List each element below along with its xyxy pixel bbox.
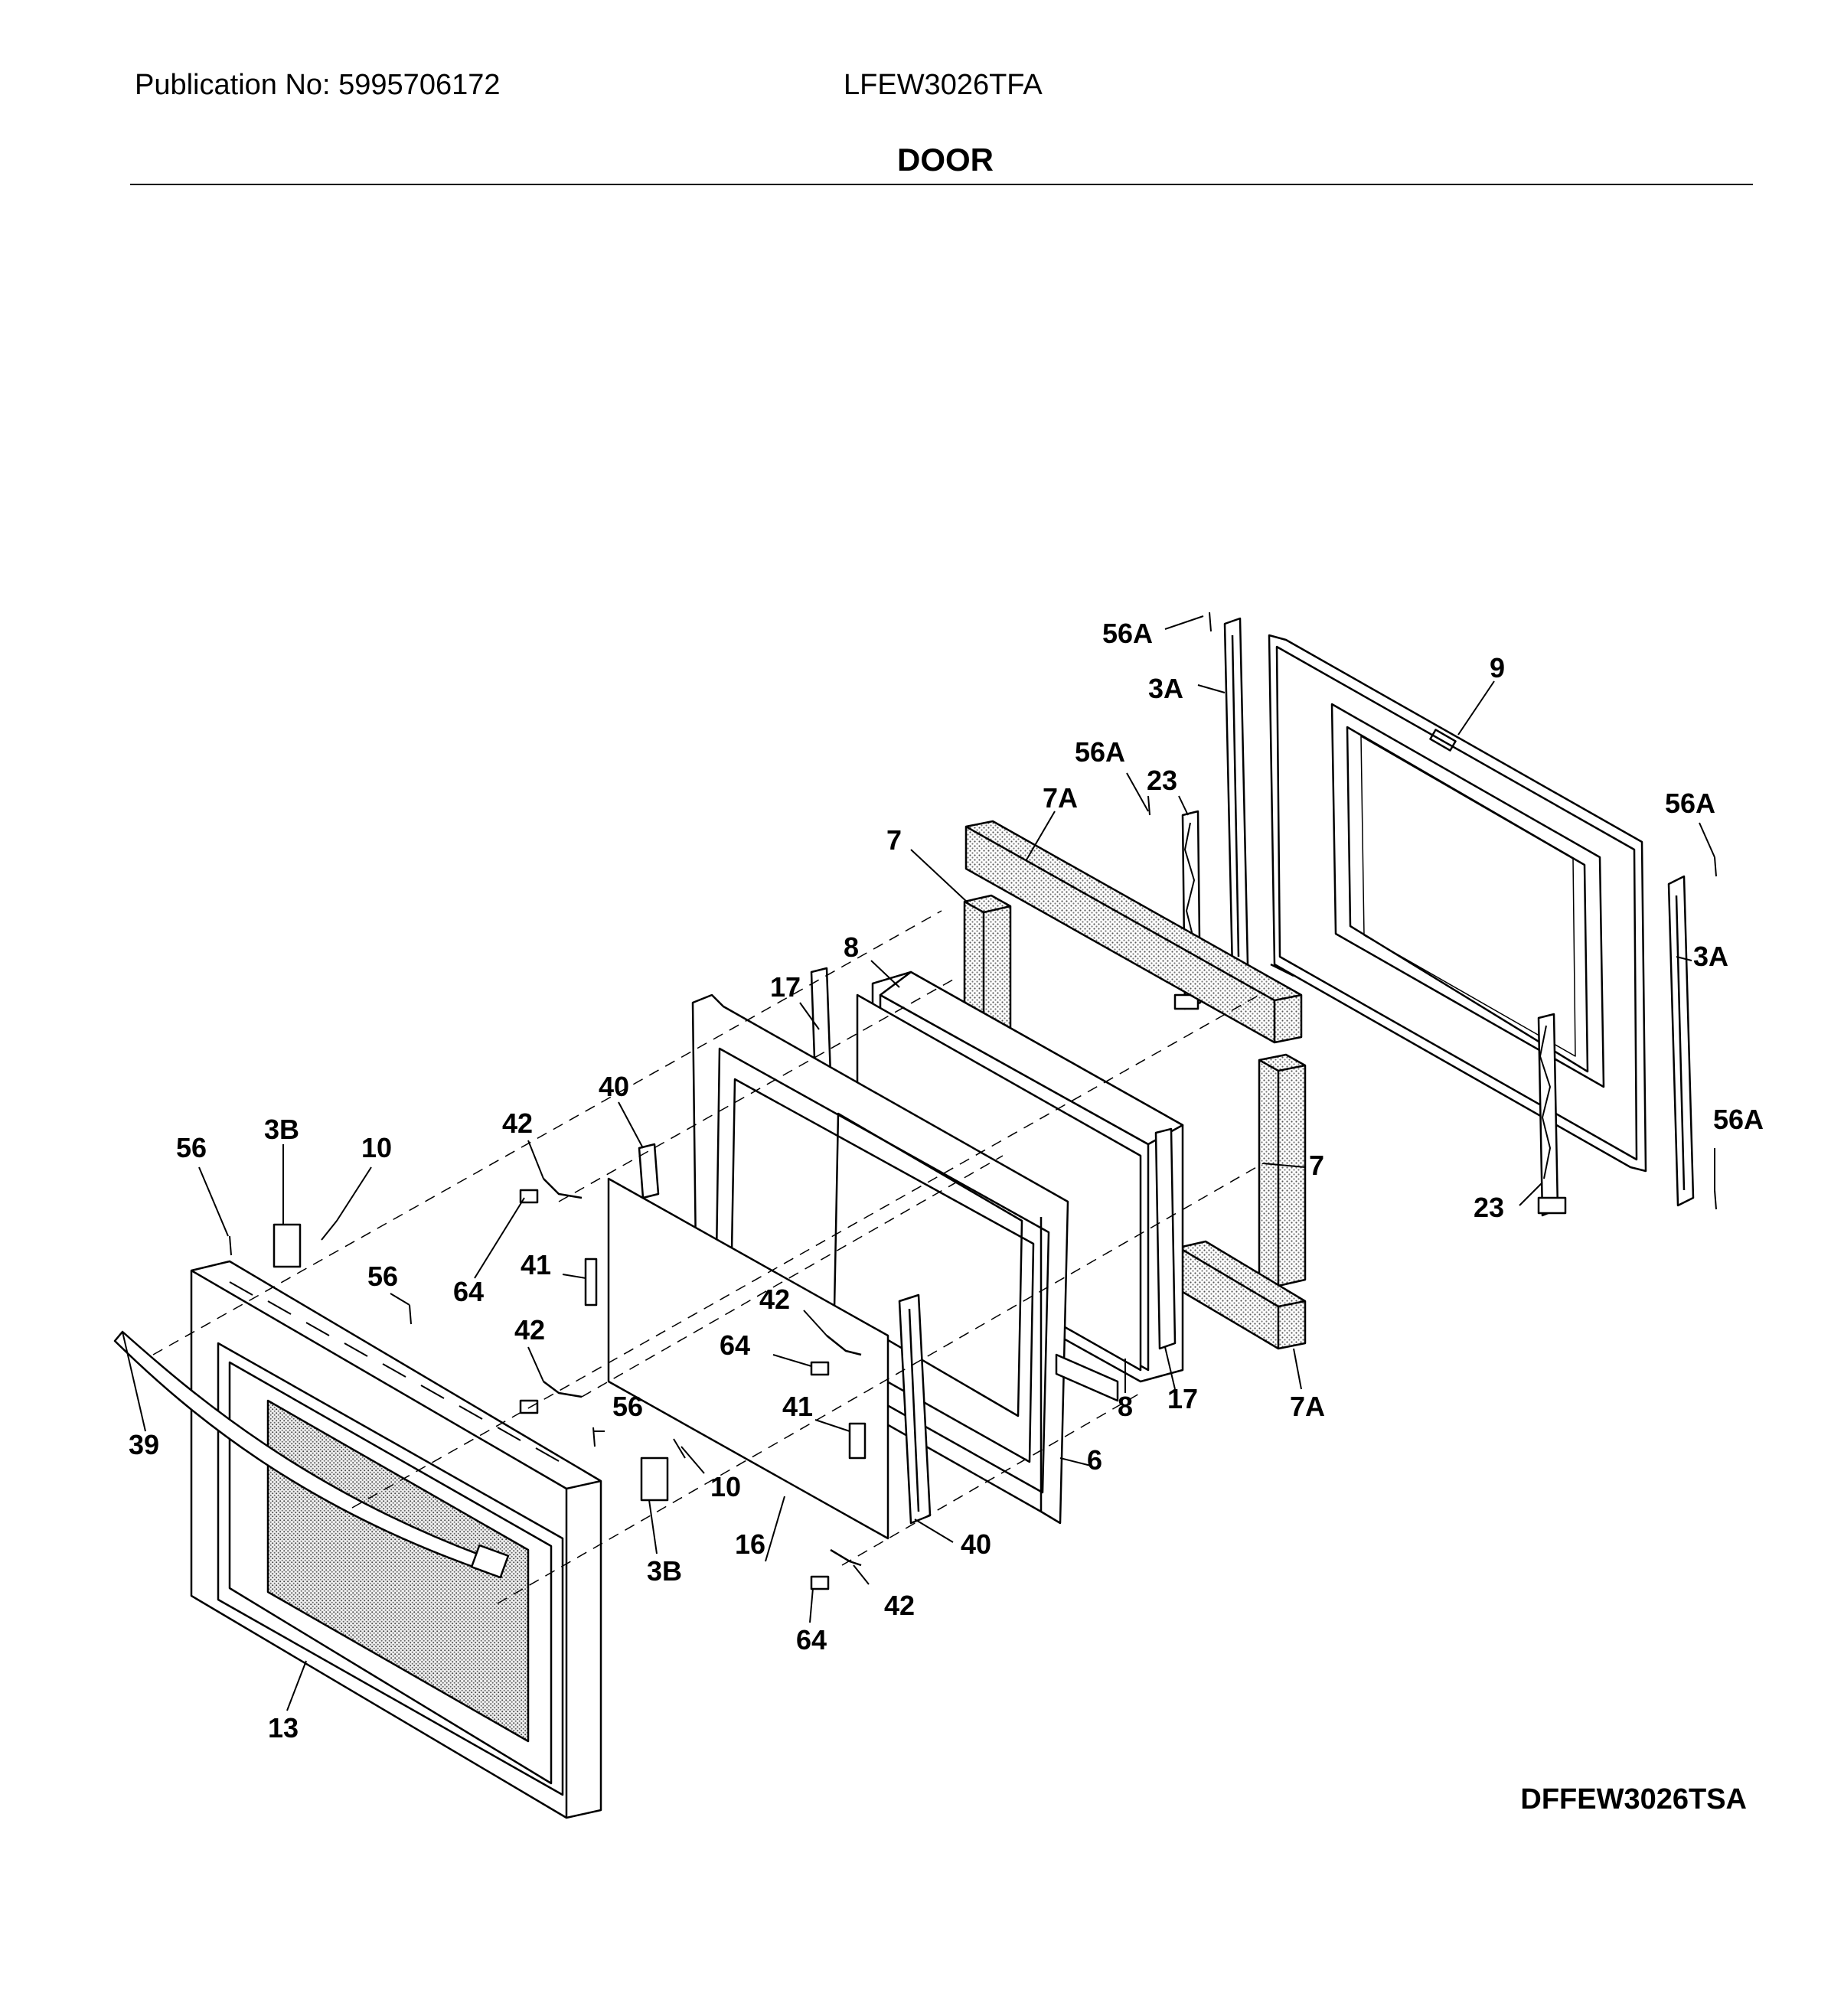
glass-clip-right (848, 1422, 867, 1460)
callout-56-mid: 56 (367, 1261, 398, 1292)
callout-56-low: 56 (612, 1391, 643, 1422)
insulation-right-vertical (1258, 1053, 1307, 1287)
hinge-channel-right (1667, 875, 1695, 1207)
callout-41-b: 41 (782, 1391, 813, 1422)
callout-23-top: 23 (1147, 765, 1177, 796)
side-bracket-right (1154, 1127, 1177, 1350)
callout-8-top: 8 (844, 931, 859, 963)
callout-10-bottom: 10 (710, 1471, 741, 1502)
callout-41-a: 41 (521, 1249, 551, 1280)
hinge-receiver-left (273, 1223, 302, 1268)
callout-7a-bottom: 7A (1290, 1391, 1325, 1422)
callout-16: 16 (735, 1528, 765, 1560)
callout-40-top: 40 (599, 1071, 629, 1102)
callout-labels: 56A 3A 9 56A 23 7A 7 56A 3A 56A 23 8 17 … (129, 618, 1764, 1744)
callout-7-top: 7 (886, 824, 902, 856)
glass-clip-left (584, 1258, 598, 1306)
callout-56-left: 56 (176, 1132, 207, 1163)
callout-3a-right: 3A (1693, 941, 1728, 972)
inner-door-liner (1268, 634, 1647, 1173)
callout-17-bottom: 17 (1167, 1383, 1198, 1414)
spacer-set (519, 1178, 862, 1590)
header-rule (130, 184, 1753, 185)
callout-13: 13 (268, 1712, 299, 1744)
callout-7a-top: 7A (1043, 782, 1078, 814)
section-title: DOOR (897, 142, 994, 178)
insulation-top (964, 820, 1303, 1044)
callout-64-c: 64 (796, 1624, 827, 1656)
door-handle (113, 1330, 510, 1579)
door-bracket-top (638, 1143, 660, 1199)
inner-door-frame (691, 993, 1119, 1525)
glass-panel-front (607, 1177, 889, 1540)
model-number: LFEW3026TFA (844, 69, 1043, 101)
callout-56a-top: 56A (1102, 618, 1153, 649)
callout-42-a: 42 (502, 1107, 533, 1139)
leader-lines (122, 615, 1715, 1711)
assembly-lines (152, 910, 1264, 1604)
callout-56a-right-top: 56A (1665, 788, 1715, 819)
diagram-code: DFFEW3026TSA (1520, 1783, 1747, 1815)
callout-39: 39 (129, 1429, 159, 1460)
callout-3a-top: 3A (1148, 673, 1183, 704)
callout-64-b: 64 (720, 1329, 750, 1361)
callout-3b-top: 3B (264, 1114, 299, 1145)
callout-8-bottom: 8 (1118, 1391, 1133, 1422)
callout-6: 6 (1087, 1444, 1102, 1476)
callout-42-c: 42 (759, 1284, 790, 1315)
door-bracket-right (898, 1293, 932, 1525)
hinge-receiver-right (640, 1457, 669, 1502)
callout-56a-right-bottom: 56A (1713, 1104, 1764, 1135)
callout-42-b: 42 (514, 1314, 545, 1346)
callout-40-bottom: 40 (961, 1528, 991, 1560)
callout-10-top: 10 (361, 1132, 392, 1163)
hinge-bottom (1537, 1013, 1567, 1217)
callout-3b-bottom: 3B (647, 1555, 682, 1587)
callout-64-a: 64 (453, 1276, 484, 1307)
callout-7-right: 7 (1309, 1150, 1324, 1181)
publication-number: Publication No: 5995706172 (135, 69, 501, 101)
hinge-channel-left (1223, 617, 1249, 972)
callout-42-d: 42 (884, 1590, 915, 1621)
callout-17-top: 17 (770, 971, 801, 1003)
callout-23-bottom: 23 (1474, 1192, 1504, 1223)
callout-56a-mid: 56A (1075, 736, 1125, 768)
callout-9: 9 (1490, 652, 1505, 683)
